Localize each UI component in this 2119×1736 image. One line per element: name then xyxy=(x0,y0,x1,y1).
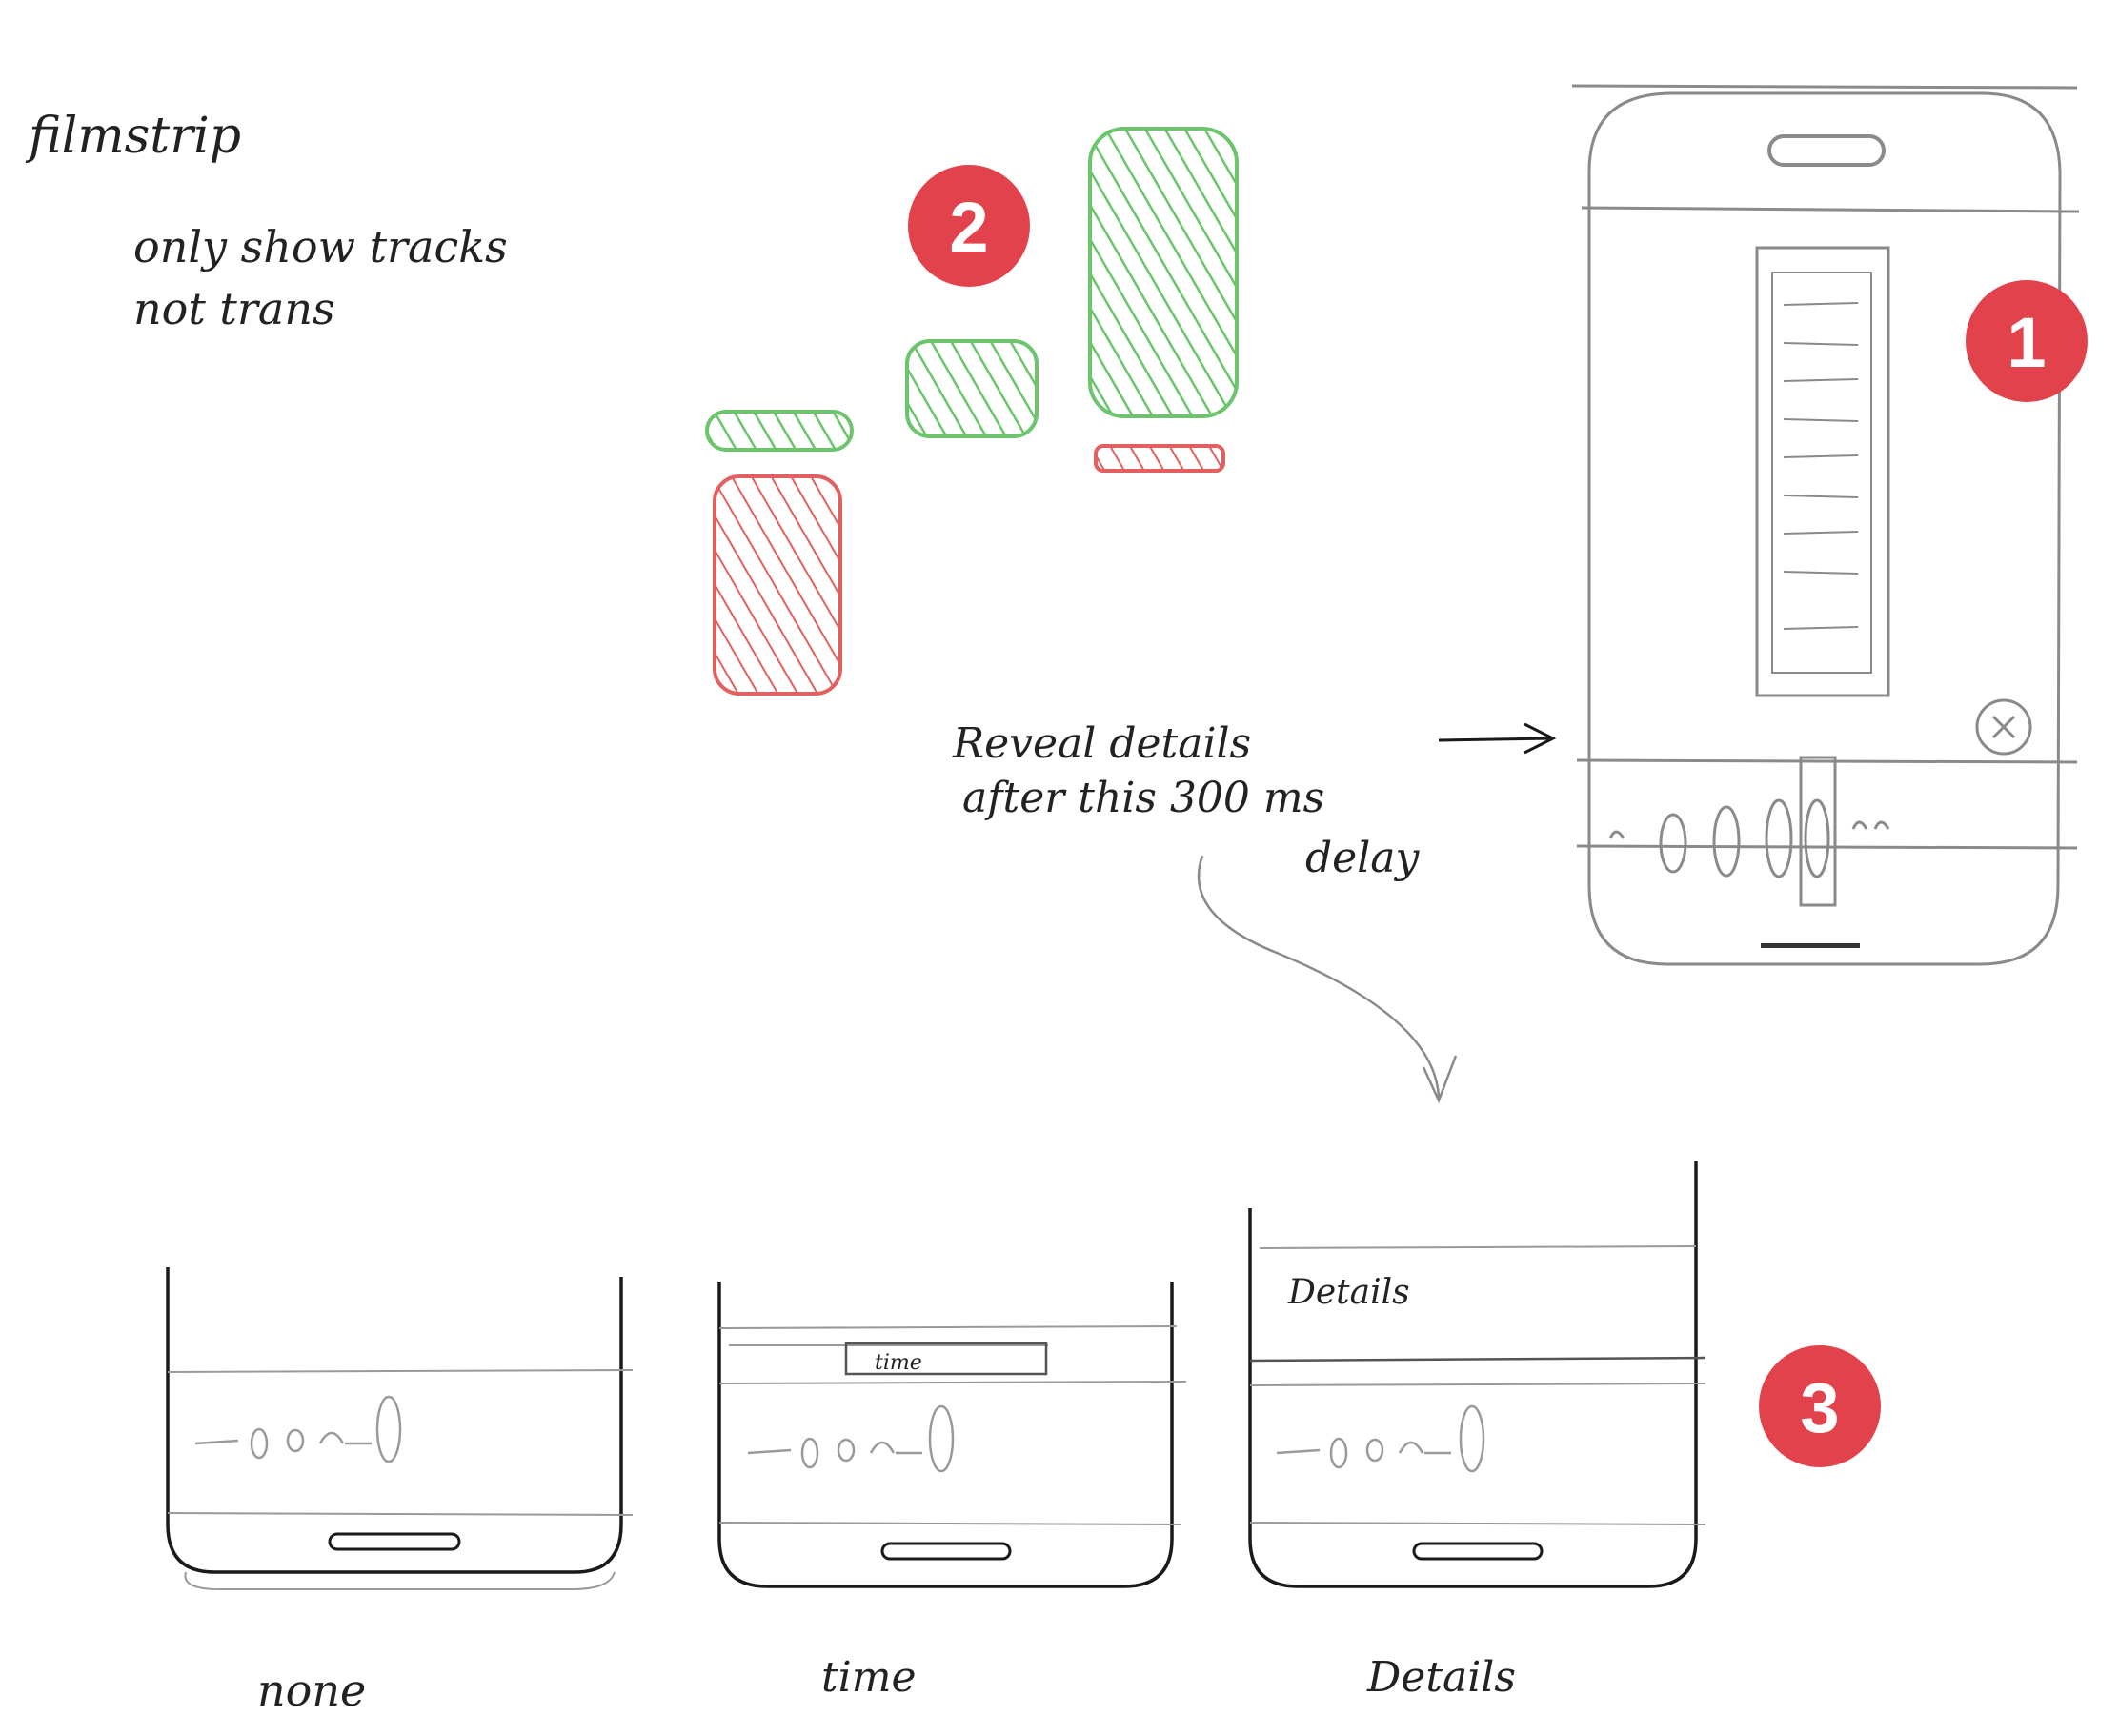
badge-2-circle xyxy=(908,165,1030,287)
variant-details-label: Details xyxy=(1366,1653,1516,1702)
arrow-to-variants xyxy=(1197,855,1458,1104)
note-line-2: not trans xyxy=(133,283,335,334)
variant-none-top-line xyxy=(167,1369,634,1373)
variant-details-bottom-line xyxy=(1249,1522,1706,1525)
variant-time-home-bar xyxy=(880,1542,1012,1561)
filmstrip-playhead xyxy=(1799,756,1837,907)
preview-frame xyxy=(1755,246,1890,697)
variant-none-frame-shadow xyxy=(184,1571,616,1590)
variant-details-frame xyxy=(1248,1161,1698,1588)
phone-sketch xyxy=(1571,84,2080,966)
variant-details-divider xyxy=(1249,1356,1706,1363)
red-block xyxy=(713,474,842,696)
phone-body xyxy=(1587,91,2062,966)
badge-2: 2 xyxy=(908,165,1030,287)
red-bar-small xyxy=(1094,444,1225,473)
track-blocks xyxy=(705,127,1239,696)
badge-1-circle xyxy=(1966,280,2088,402)
close-icon-stroke-b xyxy=(1991,715,2016,739)
badge-1-label: 1 xyxy=(2007,303,2046,382)
badge-2-label: 2 xyxy=(949,188,988,267)
arrow-to-phone xyxy=(1438,722,1557,755)
variant-none-thumbs xyxy=(194,1395,402,1463)
variant-none-frame xyxy=(166,1267,623,1574)
green-block-tall xyxy=(1088,127,1239,418)
variant-time-label: time xyxy=(821,1653,917,1702)
green-bar-small xyxy=(705,410,854,452)
phone-header-line xyxy=(1581,206,2080,213)
variant-time-frame xyxy=(717,1282,1174,1588)
variant-details-thumbs xyxy=(1276,1404,1485,1473)
variant-time-thumbs xyxy=(747,1404,955,1473)
variant-none xyxy=(166,1267,634,1590)
variant-time-header-line xyxy=(718,1325,1178,1329)
badge-1: 1 xyxy=(1966,280,2088,402)
variant-time-top-line xyxy=(718,1381,1187,1384)
badge-3: 3 xyxy=(1759,1345,1881,1467)
variant-details-home-bar xyxy=(1412,1542,1544,1561)
filmstrip-thumbs xyxy=(1608,798,1890,878)
phone-speaker xyxy=(1767,134,1886,167)
preview-content xyxy=(1771,272,1872,674)
time-chip-label: time xyxy=(875,1351,922,1375)
variant-time-bottom-line xyxy=(718,1522,1182,1525)
variant-none-label: none xyxy=(257,1665,366,1716)
filmstrip-title: filmstrip xyxy=(25,108,241,165)
reveal-note-line-1: Reveal details xyxy=(952,719,1251,768)
preview-scribbles xyxy=(1783,302,1859,630)
details-panel-label: Details xyxy=(1287,1273,1410,1312)
filmstrip-top-line xyxy=(1576,758,2078,764)
variant-details xyxy=(1248,1161,1706,1588)
variant-details-header-line xyxy=(1259,1245,1697,1249)
reveal-note-line-3: delay xyxy=(1305,834,1421,882)
variant-none-home-bar xyxy=(328,1532,461,1551)
variant-details-top-line xyxy=(1249,1383,1706,1386)
variant-time xyxy=(717,1282,1187,1588)
phone-top-guide xyxy=(1571,84,2078,90)
home-indicator xyxy=(1761,943,1860,948)
badge-3-circle xyxy=(1759,1345,1881,1467)
variant-none-bottom-line xyxy=(167,1512,634,1516)
note-line-1: only show tracks xyxy=(133,221,508,273)
reveal-note-line-2: after this 300 ms xyxy=(962,774,1324,822)
time-chip xyxy=(844,1342,1048,1376)
close-icon xyxy=(1975,698,2032,756)
green-block-medium xyxy=(905,339,1039,438)
badge-3-label: 3 xyxy=(1800,1368,1839,1447)
